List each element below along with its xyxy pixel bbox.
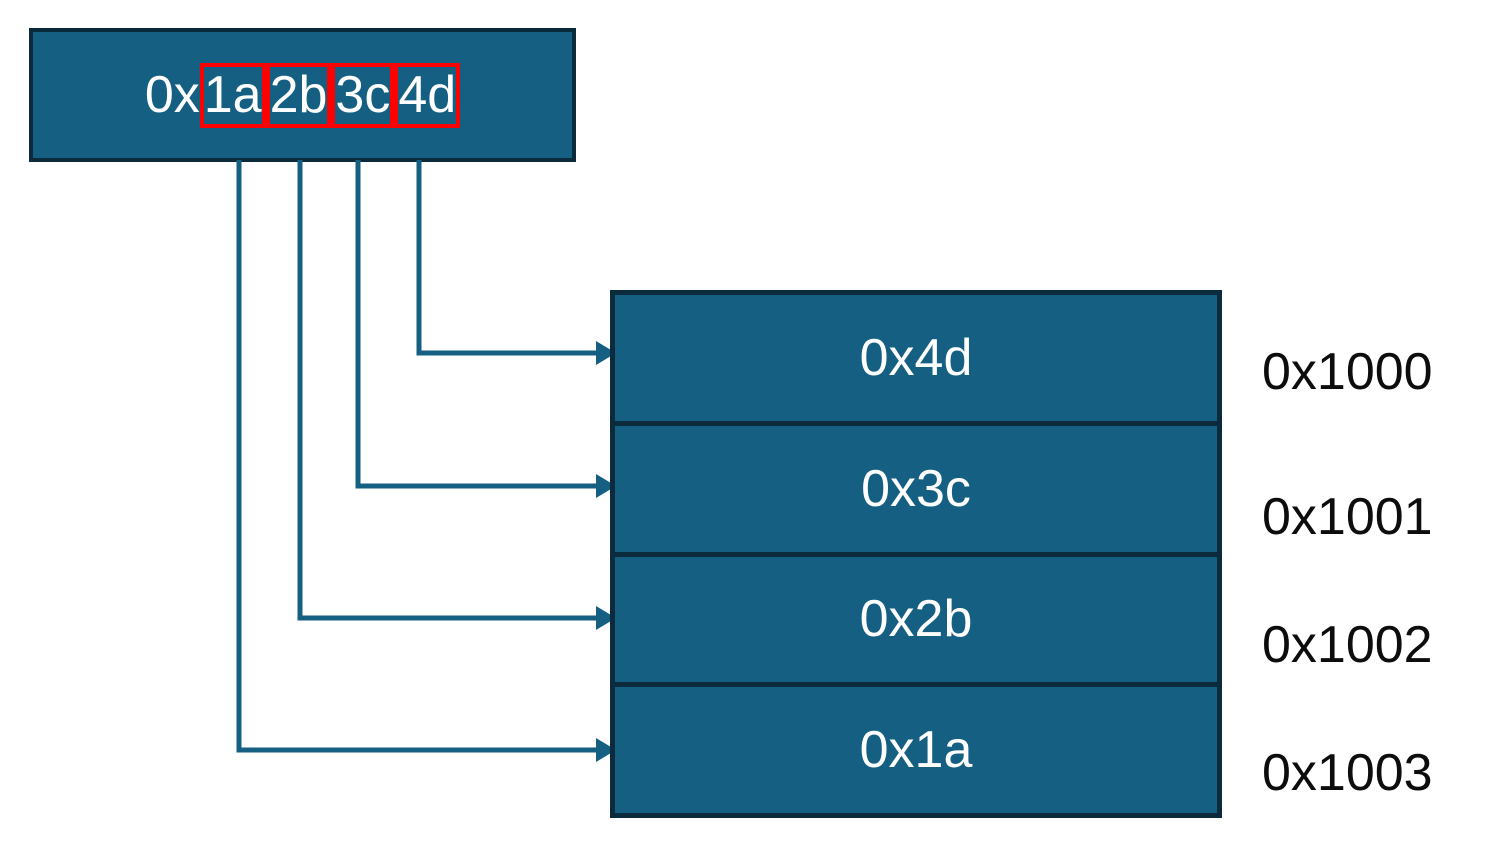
register-value-box: 0x 1a 2b 3c 4d <box>29 28 576 162</box>
address-label-0x1002: 0x1002 <box>1262 616 1433 674</box>
memory-block: 0x4d 0x3c 0x2b 0x1a <box>610 290 1222 818</box>
memory-cell-0x1000: 0x4d <box>615 295 1217 421</box>
arrow-byte-3c-to-0x1001 <box>355 160 616 498</box>
memory-cell-0x1003: 0x1a <box>615 682 1217 813</box>
byte-highlight-4d: 4d <box>394 62 461 128</box>
address-label-0x1001: 0x1001 <box>1262 488 1433 546</box>
arrow-byte-4d-to-0x1000 <box>416 160 616 365</box>
address-label-0x1003: 0x1003 <box>1262 744 1433 802</box>
register-value: 0x 1a 2b 3c 4d <box>144 62 461 128</box>
address-label-0x1000: 0x1000 <box>1262 343 1433 401</box>
memory-cell-value: 0x2b <box>859 590 973 649</box>
memory-cell-value: 0x1a <box>859 721 973 780</box>
hex-prefix: 0x <box>144 66 200 124</box>
memory-cell-0x1001: 0x3c <box>615 420 1217 552</box>
byte-highlight-3c: 3c <box>331 62 395 128</box>
memory-cell-0x1002: 0x2b <box>615 551 1217 683</box>
byte-highlight-2b: 2b <box>265 62 332 128</box>
arrow-byte-2b-to-0x1002 <box>297 160 616 630</box>
memory-cell-value: 0x3c <box>861 459 971 518</box>
arrow-byte-1a-to-0x1003 <box>236 160 616 762</box>
memory-cell-value: 0x4d <box>859 328 973 387</box>
byte-highlight-1a: 1a <box>199 62 266 128</box>
